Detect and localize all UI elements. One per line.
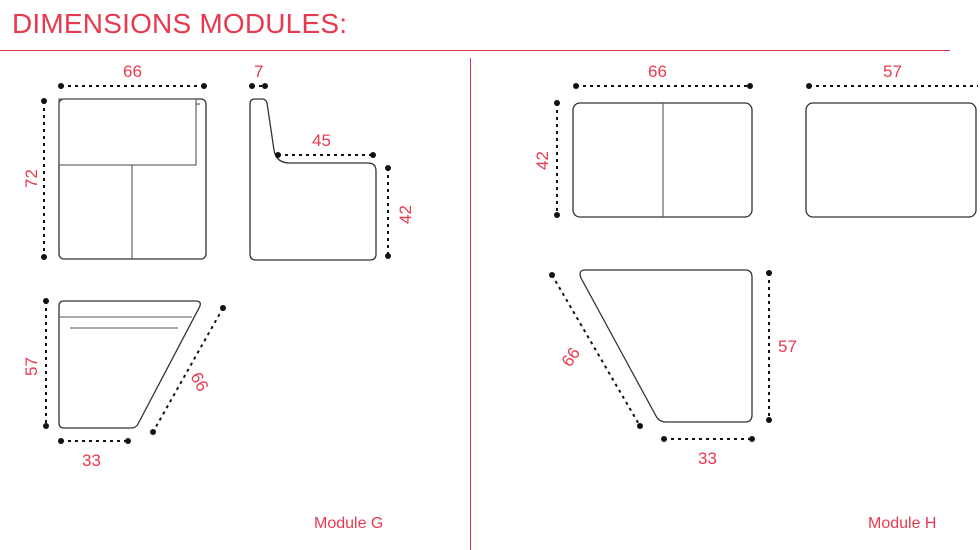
module-g-top-view — [58, 300, 201, 429]
module-h-top-depth-dimension: 57 — [766, 270, 797, 423]
title-divider — [0, 50, 950, 51]
module-g-side-depth-dimension: 45 — [275, 131, 376, 158]
module-g-front-width-label: 66 — [123, 62, 142, 81]
module-h-front-width-dimension: 66 — [573, 62, 753, 89]
module-g-side-seat-height-label: 42 — [396, 205, 415, 224]
module-g-side-depth-label: 45 — [312, 131, 331, 150]
module-g-side-back-dimension: 7 — [249, 62, 268, 89]
module-g-side-back-label: 7 — [254, 62, 263, 81]
module-g-top-front-label: 33 — [82, 451, 101, 470]
module-h-side-view — [805, 102, 977, 218]
module-h-top-view — [579, 269, 753, 423]
module-g-front-view — [58, 98, 207, 260]
module-h-top-front-label: 33 — [698, 449, 717, 468]
module-g-front-height-dimension: 72 — [22, 98, 47, 260]
module-g-top-diagonal-label: 66 — [186, 369, 212, 395]
module-h-top-depth-label: 57 — [778, 337, 797, 356]
module-g-top-front-dimension: 33 — [58, 438, 131, 470]
module-h-top-front-dimension: 33 — [661, 436, 755, 468]
module-separator — [470, 58, 471, 550]
module-g-front-width-dimension: 66 — [58, 62, 207, 89]
module-h-front-height-label: 42 — [533, 151, 552, 170]
page-title: DIMENSIONS MODULES: — [12, 8, 348, 39]
module-g-side-seat-height-dimension: 42 — [385, 165, 415, 259]
module-h-side-depth-dimension: 57 — [806, 62, 978, 89]
module-h-top-diagonal-dimension: 66 — [549, 272, 643, 429]
module-g-front-height-label: 72 — [22, 169, 41, 188]
module-h-front-width-label: 66 — [648, 62, 667, 81]
module-g-caption: Module G — [314, 515, 383, 532]
module-g-side-view — [249, 98, 377, 261]
module-g-top-depth-label: 57 — [22, 357, 41, 376]
module-h-caption: Module H — [868, 515, 936, 532]
module-g-top-depth-dimension: 57 — [22, 298, 49, 429]
module-g-top-diagonal-dimension: 66 — [150, 305, 226, 435]
module-h-front-view — [572, 102, 753, 218]
module-h-front-height-dimension: 42 — [533, 100, 560, 218]
module-h-top-diagonal-label: 66 — [558, 344, 584, 370]
module-h-side-depth-label: 57 — [883, 62, 902, 81]
